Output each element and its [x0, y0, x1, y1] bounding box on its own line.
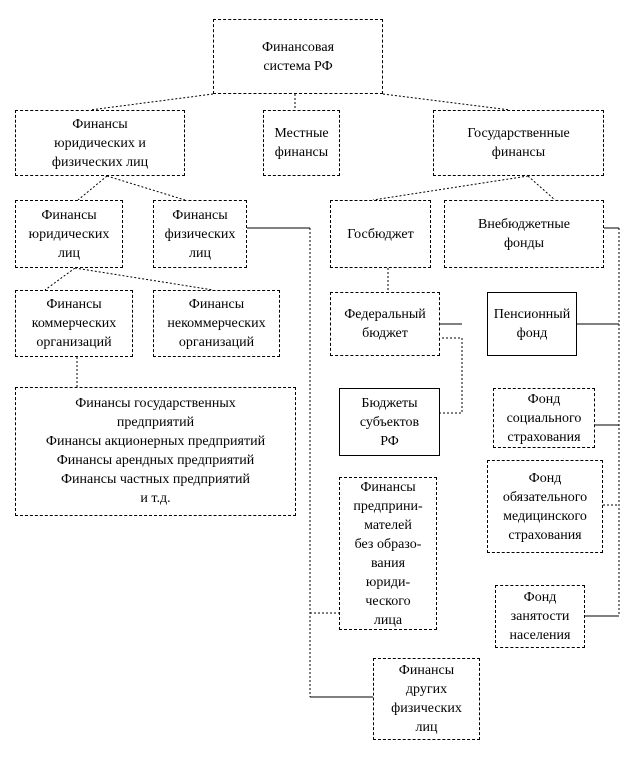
node-federal-budget: Федеральный бюджет: [330, 292, 440, 356]
node-legal-entities-finances: Финансы юридических лиц: [15, 200, 123, 268]
node-legal-physical-finances: Финансы юридических и физических лиц: [15, 110, 185, 176]
node-entrepreneurs-finances: Финансы предприни- мателей без образо- в…: [339, 477, 437, 630]
node-state-finances: Государственные финансы: [433, 110, 604, 176]
node-state-budget: Госбюджет: [330, 200, 431, 268]
node-medical-insurance-fund: Фонд обязательного медицинского страхова…: [487, 460, 603, 553]
node-noncommercial-orgs: Финансы некоммерческих организаций: [153, 290, 280, 357]
node-commercial-orgs: Финансы коммерческих организаций: [15, 290, 133, 357]
root-node-financial-system: Финансовая система РФ: [213, 19, 383, 94]
node-social-insurance-fund: Фонд социального страхования: [493, 388, 595, 448]
node-extrabudgetary-funds: Внебюджетные фонды: [444, 200, 604, 268]
node-regional-budgets: Бюджеты субъектов РФ: [339, 388, 440, 456]
node-pension-fund: Пенсионный фонд: [487, 292, 577, 356]
node-local-finances: Местные финансы: [263, 110, 340, 176]
node-employment-fund: Фонд занятости населения: [495, 585, 585, 648]
node-individuals-finances: Финансы физических лиц: [153, 200, 247, 268]
node-enterprise-finances-list: Финансы государственных предприятий Фина…: [15, 387, 296, 516]
node-other-individuals-finances: Финансы других физических лиц: [373, 658, 480, 740]
